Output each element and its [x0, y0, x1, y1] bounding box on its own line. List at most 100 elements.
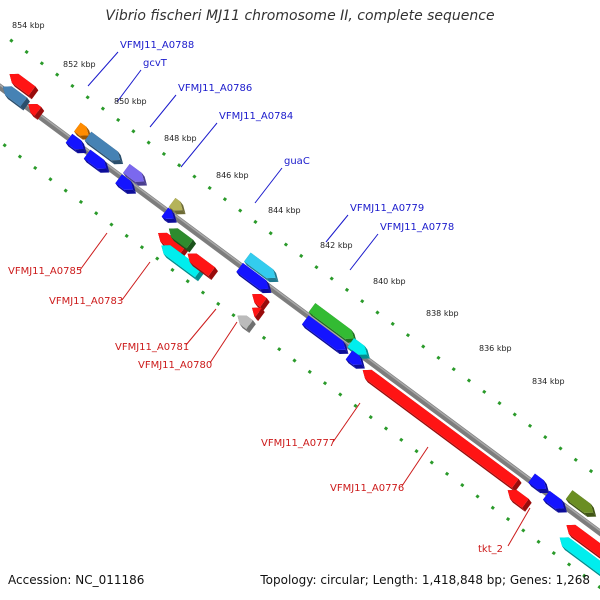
gene-feature-side: [83, 158, 101, 173]
gene-feature-face: [2, 86, 27, 107]
forward-gene-label[interactable]: guaC: [284, 156, 310, 167]
gene-feature-blue: [236, 263, 272, 294]
forward-tick-dot: [268, 231, 273, 236]
gene-feature-side: [364, 345, 370, 359]
gene-feature-silver: [237, 315, 256, 334]
gene-feature-red: [362, 369, 522, 492]
tick-label: 834 kbp: [532, 377, 565, 386]
gene-feature-face: [84, 131, 121, 161]
gene-feature-red: [252, 307, 265, 322]
reverse-tick-dot: [48, 177, 53, 182]
gene-feature-side: [171, 209, 177, 223]
forward-tick-dot: [85, 95, 90, 100]
gene-feature-red: [252, 293, 270, 311]
reverse-tick-dot: [277, 347, 282, 352]
forward-gene-label[interactable]: VFMJ11_A0788: [120, 40, 194, 51]
reverse-tick-dot: [170, 267, 175, 272]
forward-tick-dot: [192, 174, 197, 179]
gene-feature-side: [104, 159, 110, 173]
forward-tick-dot: [512, 412, 517, 417]
tick-label: 838 kbp: [426, 309, 459, 318]
reverse-gene-leader: [401, 446, 429, 487]
reverse-tick-dot: [368, 415, 373, 420]
reverse-tick-dot: [261, 335, 267, 340]
reverse-tick-dot: [292, 358, 297, 363]
forward-tick-dot: [55, 72, 60, 77]
forward-tick-dot: [9, 38, 14, 43]
forward-gene-label[interactable]: VFMJ11_A0779: [350, 203, 424, 214]
gene-feature-face: [161, 207, 174, 219]
forward-gene-leader: [87, 51, 119, 87]
reverse-tick-dot: [94, 211, 99, 216]
reverse-tick-dot: [490, 505, 495, 510]
forward-tick-dot: [177, 163, 182, 168]
gene-feature-side: [84, 140, 115, 165]
reverse-gene-leader: [185, 308, 217, 346]
gene-feature-side: [34, 107, 45, 120]
gene-feature-darkgreen: [168, 228, 197, 253]
gene-feature-cyan: [559, 537, 600, 577]
reverse-gene-label[interactable]: VFMJ11_A0777: [261, 438, 335, 449]
gene-feature-mediumpurple: [123, 163, 148, 186]
gene-feature-face: [543, 490, 564, 509]
gene-feature-face: [168, 197, 183, 211]
reverse-gene-label[interactable]: VFMJ11_A0781: [115, 342, 189, 353]
reverse-tick-dot: [521, 528, 526, 533]
gene-feature-red: [507, 489, 532, 512]
gene-feature-side: [359, 355, 365, 369]
gene-feature-side: [81, 140, 87, 154]
gene-feature-side: [171, 237, 190, 253]
feature-layer: [2, 73, 600, 577]
forward-gene-leader: [254, 167, 283, 204]
gene-feature-blue: [161, 207, 177, 223]
reverse-tick-dot: [475, 494, 480, 499]
gene-feature-blue: [302, 315, 349, 355]
reverse-tick-dot: [505, 517, 511, 522]
gene-feature-face: [252, 307, 262, 318]
gene-feature-side: [163, 254, 198, 282]
reverse-tick-dot: [63, 188, 68, 193]
gene-feature-side: [266, 277, 279, 283]
gene-feature-side: [266, 280, 272, 293]
gene-feature-side: [308, 311, 348, 343]
reverse-gene-label[interactable]: VFMJ11_A0780: [138, 360, 212, 371]
forward-gene-label[interactable]: VFMJ11_A0786: [178, 83, 252, 94]
gene-feature-side: [20, 97, 30, 111]
reverse-gene-leader: [332, 402, 361, 443]
gene-feature-side: [562, 546, 600, 577]
forward-gene-label[interactable]: VFMJ11_A0784: [219, 111, 293, 122]
tick-label: 846 kbp: [216, 171, 249, 180]
map-title: Vibrio fischeri MJ11 chromosome II, comp…: [105, 8, 495, 24]
reverse-tick-dot: [444, 471, 450, 476]
gene-feature-face: [559, 537, 600, 575]
reverse-tick-dot: [124, 233, 129, 239]
reverse-gene-label[interactable]: VFMJ11_A0783: [49, 296, 123, 307]
gene-feature-face: [237, 315, 253, 330]
forward-gene-label[interactable]: gcvT: [143, 58, 168, 69]
reverse-gene-leader: [507, 507, 531, 547]
reverse-gene-label[interactable]: tkt_2: [478, 544, 503, 555]
gene-feature-face: [302, 315, 346, 351]
forward-gene-label[interactable]: VFMJ11_A0778: [380, 222, 454, 233]
forward-tick-dot: [527, 423, 533, 428]
forward-tick-dot: [375, 310, 380, 315]
forward-tick-dot: [421, 344, 426, 349]
reverse-tick-dot: [551, 550, 556, 556]
reverse-tick-dot: [322, 381, 328, 386]
gene-feature-side: [246, 320, 256, 334]
forward-tick-dot: [405, 333, 411, 338]
gene-feature-face: [28, 104, 42, 116]
gene-feature-face: [308, 303, 354, 339]
forward-tick-dot: [329, 276, 334, 281]
gene-feature-olive: [565, 490, 597, 517]
tick-dot-tracks: [2, 38, 600, 590]
forward-tick-dot: [543, 435, 548, 440]
reverse-gene-label[interactable]: VFMJ11_A0785: [8, 266, 82, 277]
reverse-gene-label[interactable]: VFMJ11_A0776: [330, 483, 404, 494]
gene-feature-side: [173, 210, 186, 215]
reverse-gene-leader: [79, 232, 108, 271]
forward-tick-dot: [100, 106, 106, 111]
gene-feature-blue: [115, 174, 137, 194]
